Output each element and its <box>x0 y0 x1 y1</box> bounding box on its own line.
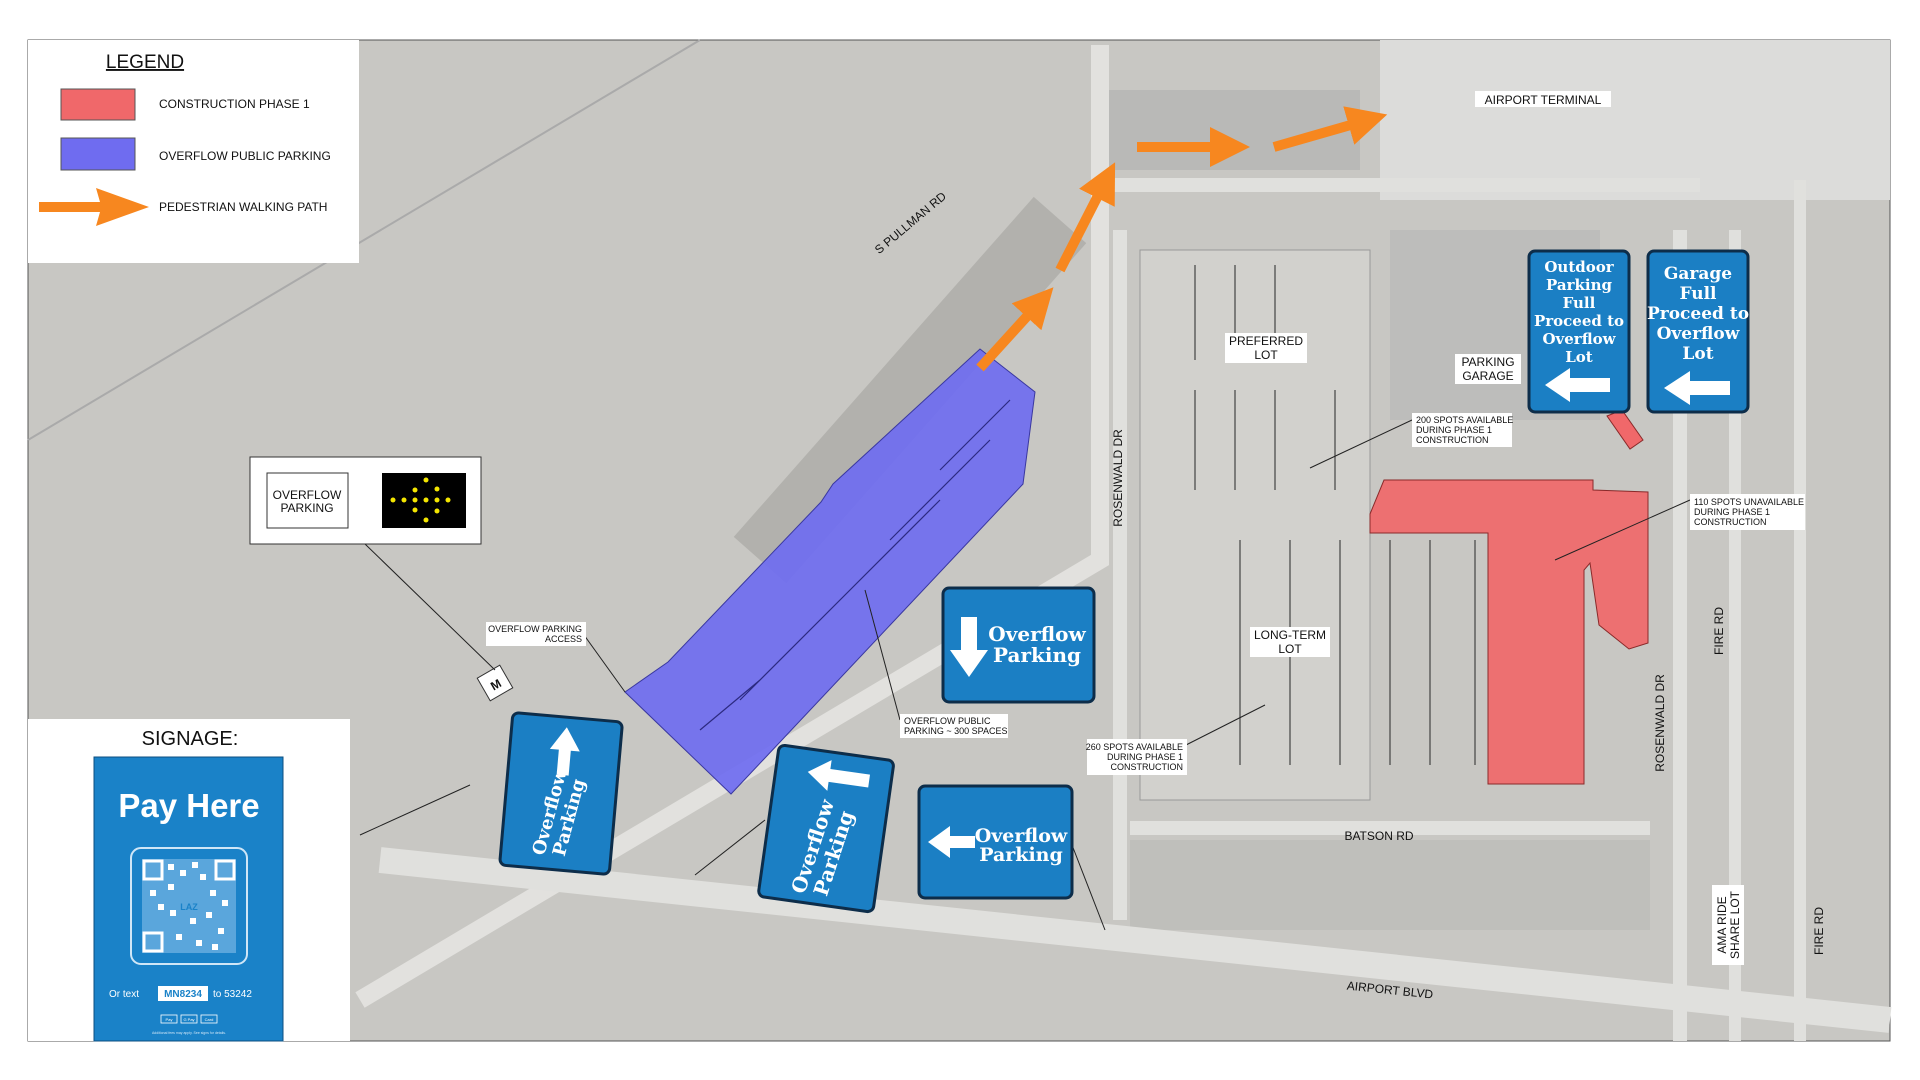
legend-label-construction: CONSTRUCTION PHASE 1 <box>159 97 310 111</box>
label-rosenwald-dr: ROSENWALD DR <box>1111 429 1125 527</box>
label-parking-garage: PARKING <box>1461 355 1514 369</box>
svg-text:Proceed to: Proceed to <box>1534 312 1624 330</box>
legend-swatch-overflow <box>60 137 136 171</box>
svg-text:Overflow: Overflow <box>988 622 1086 646</box>
callouts: 200 SPOTS AVAILABLE DURING PHASE 1 CONST… <box>359 413 1805 931</box>
legend-arrow-icon <box>39 188 149 226</box>
pedestrian-walking-path <box>976 106 1388 372</box>
legend-label-overflow: OVERFLOW PUBLIC PARKING <box>159 149 331 163</box>
label-ama-ride-share-2: SHARE LOT <box>1728 890 1742 959</box>
label-preferred-lot: PREFERRED <box>1229 334 1303 348</box>
legend-swatch-construction <box>60 88 136 121</box>
svg-text:Full: Full <box>1679 284 1717 304</box>
text-number: to 53242 <box>213 989 252 1000</box>
text-code: MN8234 <box>164 989 202 1000</box>
callout-access-l1: OVERFLOW PARKING <box>488 624 582 634</box>
callout-300-l1: OVERFLOW PUBLIC <box>904 716 991 726</box>
svg-text:G Pay: G Pay <box>183 1017 194 1022</box>
or-text-label: Or text <box>109 989 139 1000</box>
svg-text:Overflow: Overflow <box>1657 324 1740 344</box>
svg-text:LAZ: LAZ <box>180 902 198 912</box>
callout-260-l1: 260 SPOTS AVAILABLE <box>1086 742 1183 752</box>
label-ama-ride-share: AMA RIDE <box>1715 896 1729 953</box>
svg-text:Outdoor: Outdoor <box>1544 258 1614 276</box>
callout-110-l1: 110 SPOTS UNAVAILABLE <box>1694 497 1804 507</box>
legend-label-walking: PEDESTRIAN WALKING PATH <box>159 200 327 214</box>
svg-text:Parking: Parking <box>979 844 1063 866</box>
sign-overflow-down: Overflow Parking <box>941 586 1096 704</box>
qr-frame <box>130 847 248 965</box>
signage-title: SIGNAGE: <box>142 728 239 750</box>
label-parking-garage-2: GARAGE <box>1462 369 1513 383</box>
svg-text:Lot: Lot <box>1682 344 1713 364</box>
callout-200-l2: DURING PHASE 1 <box>1416 425 1492 435</box>
signage-panel: SIGNAGE: Pay Here LAZ Or text MN8234 to … <box>28 719 350 1042</box>
left-arrow-icon <box>928 826 975 858</box>
callout-110-l2: DURING PHASE 1 <box>1694 507 1770 517</box>
sign-overflow-left: Overflow Parking <box>917 784 1074 900</box>
svg-text:Lot: Lot <box>1565 348 1593 366</box>
legend-title: LEGEND <box>106 52 184 73</box>
callout-110-l3: CONSTRUCTION <box>1694 517 1767 527</box>
label-long-term-lot: LONG-TERM <box>1254 628 1326 642</box>
pay-here-title: Pay Here <box>118 787 259 824</box>
label-rosenwald-dr-2: ROSENWALD DR <box>1653 674 1667 772</box>
payment-icons: Pay G Pay Card <box>160 1014 218 1024</box>
callout-300-l2: PARKING ~ 300 SPACES <box>904 726 1007 736</box>
label-fire-rd-2: FIRE RD <box>1812 907 1826 955</box>
label-preferred-lot-2: LOT <box>1254 348 1278 362</box>
legend: LEGEND CONSTRUCTION PHASE 1 OVERFLOW PUB… <box>28 40 359 263</box>
callout-260-l3: CONSTRUCTION <box>1111 762 1184 772</box>
svg-text:PARKING: PARKING <box>280 501 333 515</box>
up-arrow-icon <box>549 727 580 776</box>
down-arrow-icon <box>950 617 988 677</box>
label-batson-rd: BATSON RD <box>1344 829 1413 843</box>
svg-text:Pay: Pay <box>166 1017 173 1022</box>
svg-text:Proceed to: Proceed to <box>1647 304 1749 324</box>
dotted-arrow-icon <box>390 477 451 523</box>
fineprint: Additional fees may apply. See signs for… <box>152 1031 226 1035</box>
overflow-parking-sign-example: OVERFLOW PARKING <box>249 456 482 545</box>
left-arrow-icon <box>807 760 871 791</box>
svg-text:Card: Card <box>205 1017 214 1022</box>
sign-outdoor-parking-full: Outdoor Parking Full Proceed to Overflow… <box>1527 249 1631 414</box>
construction-phase-1-area <box>1369 479 1649 785</box>
svg-text:OVERFLOW: OVERFLOW <box>273 488 342 502</box>
callout-200-l1: 200 SPOTS AVAILABLE <box>1416 415 1513 425</box>
label-airport-terminal: AIRPORT TERMINAL <box>1485 93 1602 107</box>
overflow-public-parking-area <box>624 348 1036 795</box>
sign-overflow-up: Overflow Parking <box>498 711 624 876</box>
svg-text:Overflow: Overflow <box>975 825 1068 847</box>
left-arrow-icon <box>1545 368 1610 402</box>
overflow-stalls <box>699 399 1011 731</box>
label-long-term-lot-2: LOT <box>1278 642 1302 656</box>
sign-overflow-rotated: Overflow Parking <box>757 743 895 914</box>
qr-code-icon: LAZ <box>142 859 236 953</box>
left-arrow-icon <box>1664 371 1730 405</box>
svg-text:Parking: Parking <box>993 643 1081 667</box>
map-labels: AIRPORT TERMINAL PREFERRED LOT PARKING G… <box>476 91 1826 1002</box>
svg-text:Parking: Parking <box>1546 276 1612 294</box>
svg-text:Garage: Garage <box>1664 264 1732 284</box>
svg-text:Overflow: Overflow <box>1542 330 1616 348</box>
svg-text:Full: Full <box>1563 294 1596 312</box>
callout-260-l2: DURING PHASE 1 <box>1107 752 1183 762</box>
label-fire-rd: FIRE RD <box>1712 607 1726 655</box>
callout-access-l2: ACCESS <box>545 634 582 644</box>
callout-200-l3: CONSTRUCTION <box>1416 435 1489 445</box>
sign-garage-full: Garage Full Proceed to Overflow Lot <box>1646 249 1750 414</box>
